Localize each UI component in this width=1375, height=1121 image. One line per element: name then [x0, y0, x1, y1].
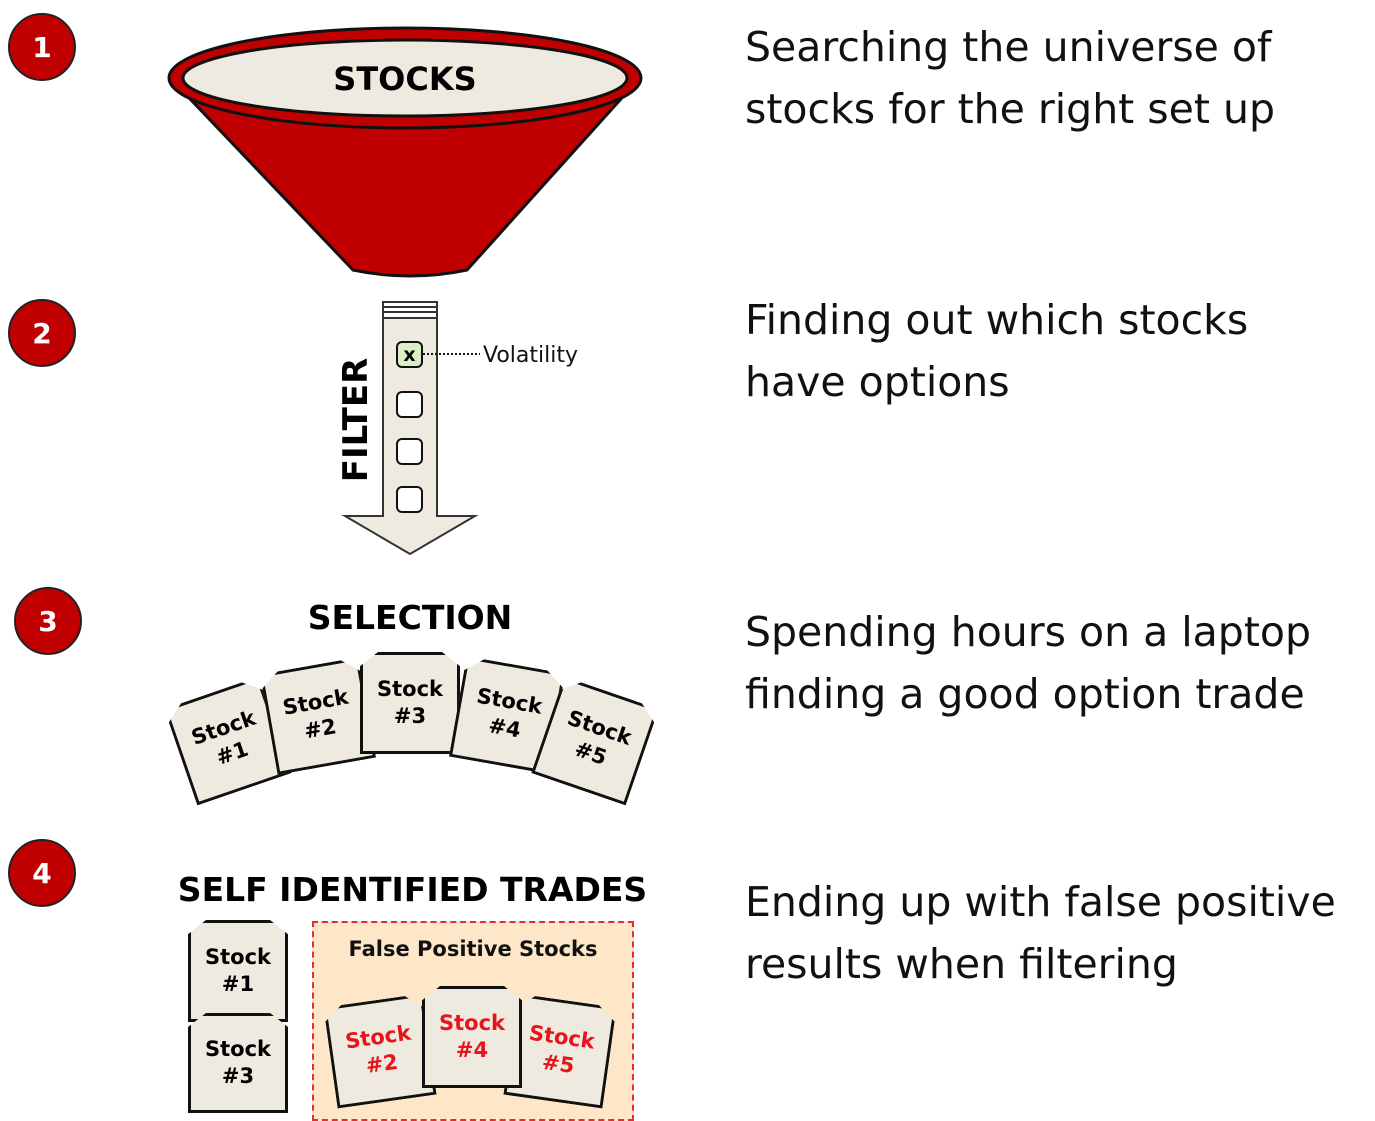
step-1-badge: 1 [8, 13, 76, 81]
filter-label: FILTER [336, 358, 376, 483]
false-positive-card-1: Stock#2 [323, 994, 436, 1109]
selection-card-3: Stock #3 [360, 652, 460, 754]
selection-card-3-line-2: #3 [393, 704, 427, 728]
false-positive-card-1-line-2: #2 [364, 1049, 400, 1078]
funnel-label: STOCKS [333, 60, 476, 98]
step-3-description-line-1: Spending hours on a laptop [745, 608, 1312, 656]
filter-checkbox-empty-1 [396, 391, 423, 418]
step-1-description-line-2: stocks for the right set up [745, 85, 1275, 133]
filter-checkbox-mark: x [403, 344, 415, 366]
identified-card-1-line-2: #1 [221, 972, 255, 996]
filter-arrow: x Volatility FILTER [336, 301, 578, 556]
filter-arrow-body [341, 317, 479, 556]
selection-card-2-line-2: #2 [302, 714, 339, 744]
false-positive-card-3-line-1: Stock [527, 1020, 597, 1054]
identified-card-2-line-2: #3 [221, 1064, 255, 1088]
false-positive-card-2-line-1: Stock [438, 1011, 505, 1035]
step-1-description: Searching the universe of stocks for the… [745, 16, 1275, 140]
filter-cap [382, 301, 438, 319]
funnel-graphic: STOCKS [167, 26, 643, 278]
filter-checkbox-empty-2 [396, 438, 423, 465]
selection-card-2: Stock#2 [260, 657, 376, 775]
step-3-badge: 3 [14, 587, 82, 655]
step-4-description: Ending up with false positive results wh… [745, 871, 1336, 995]
false-positive-title: False Positive Stocks [348, 937, 598, 961]
step-4-description-line-1: Ending up with false positive [745, 878, 1336, 926]
identified-card-1: Stock #1 [188, 920, 288, 1022]
step-3-description: Spending hours on a laptop finding a goo… [745, 601, 1311, 725]
step-3-description-line-2: finding a good option trade [745, 670, 1305, 718]
step-2-description: Finding out which stocks have options [745, 289, 1248, 413]
filter-checkbox-checked [396, 341, 423, 368]
step-2-description-line-2: have options [745, 358, 1010, 406]
selection-title: SELECTION [307, 598, 513, 637]
filter-checkbox-label: Volatility [483, 343, 578, 368]
step-2-badge: 2 [8, 299, 76, 367]
false-positive-card-2: Stock #4 [422, 986, 522, 1088]
selection-card-3-line-1: Stock [376, 677, 443, 701]
funnel-cone [168, 78, 642, 278]
identified-card-2-line-1: Stock [204, 1037, 271, 1061]
filter-checkbox-empty-3 [396, 486, 423, 513]
funnel-mouth [181, 38, 629, 118]
identified-card-2: Stock #3 [188, 1013, 288, 1113]
false-positive-card-3-line-2: #5 [540, 1049, 576, 1078]
identified-card-1-line-1: Stock [204, 945, 271, 969]
step-4-description-line-2: results when filtering [745, 940, 1178, 988]
trades-title: SELF IDENTIFIED TRADES [177, 870, 648, 909]
selection-card-4-line-2: #4 [486, 713, 523, 743]
step-4-badge: 4 [8, 839, 76, 907]
step-1-description-line-1: Searching the universe of [745, 23, 1272, 71]
step-2-description-line-1: Finding out which stocks [745, 296, 1249, 344]
false-positive-card-2-line-2: #4 [455, 1038, 489, 1062]
